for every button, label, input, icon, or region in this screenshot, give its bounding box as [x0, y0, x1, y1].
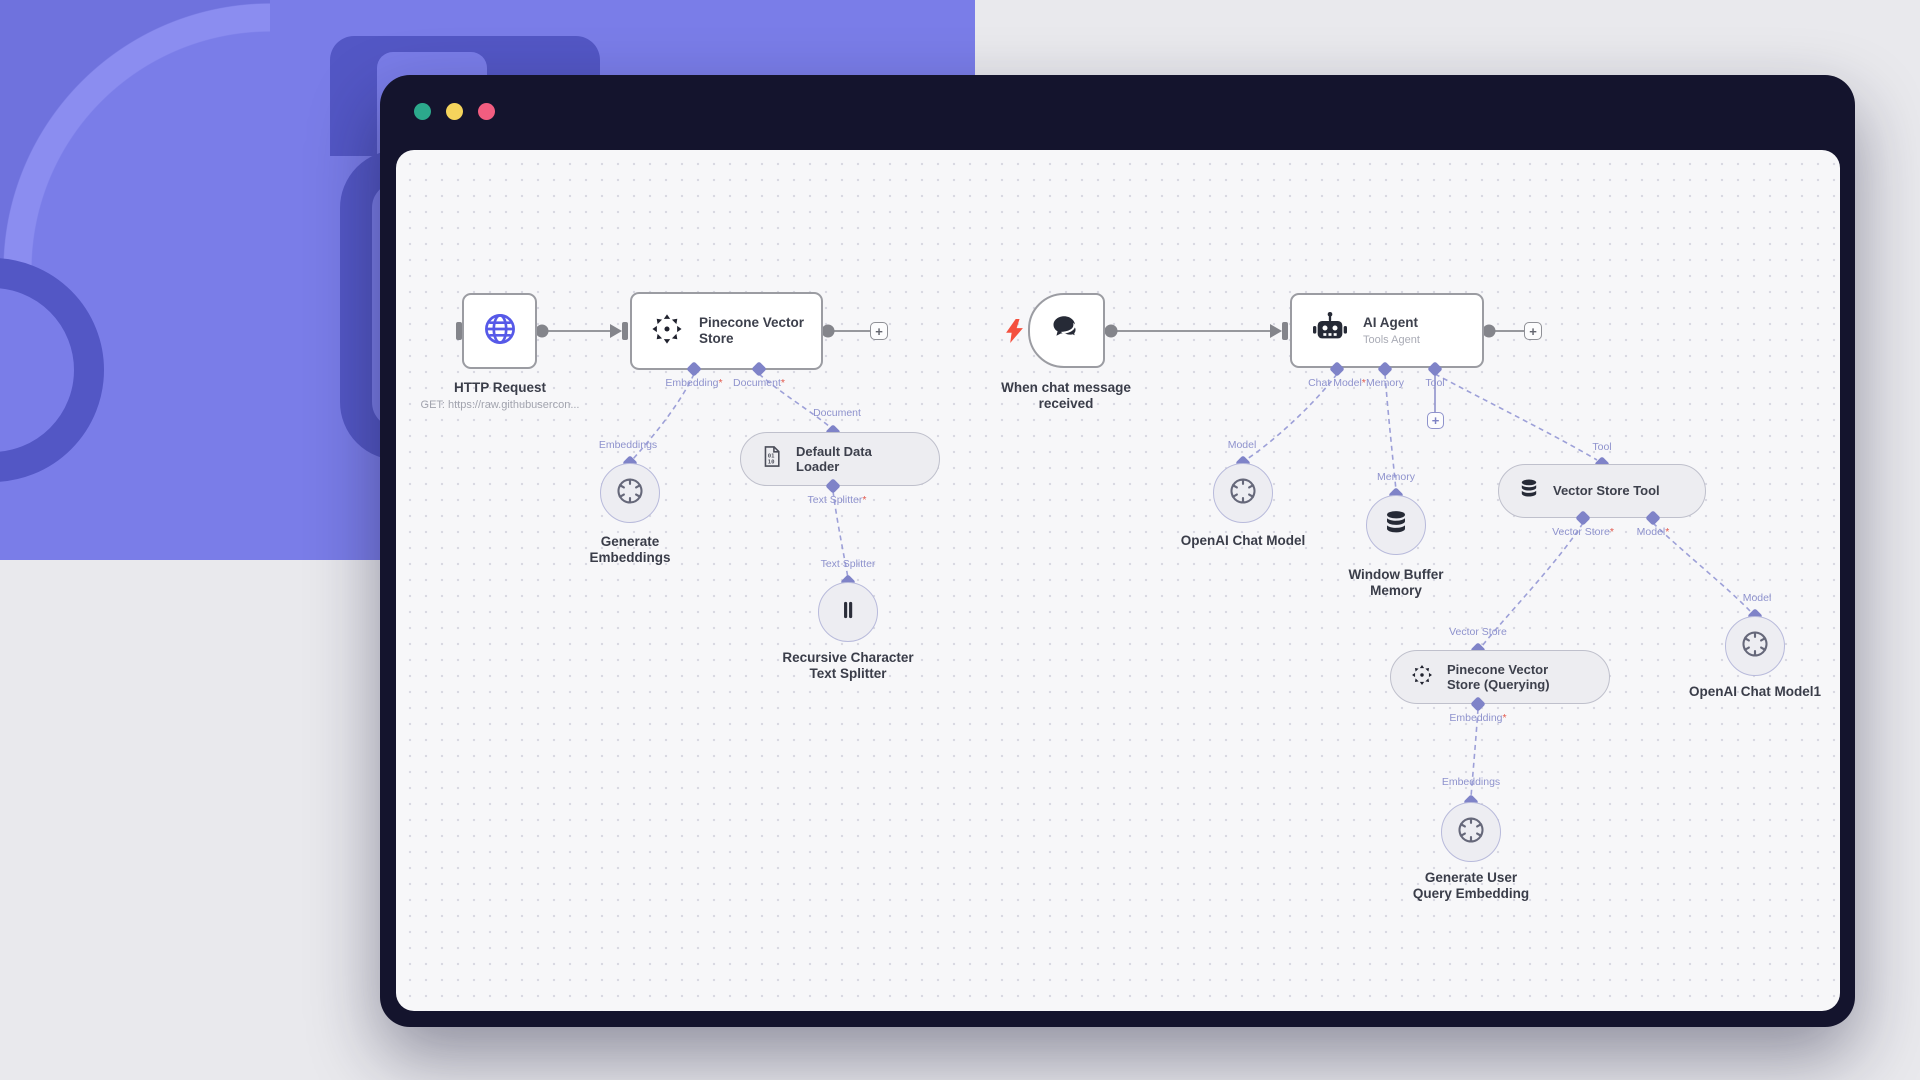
port-label-model: Model*: [1636, 526, 1670, 538]
caption-generate-embeddings: Generate Embeddings: [589, 534, 671, 566]
caption-generate-user-query: Generate User Query Embedding: [1412, 870, 1530, 902]
input-label-embeddings-2: Embeddings: [1441, 776, 1501, 788]
port-label-memory: Memory: [1366, 377, 1404, 389]
node-pinecone-vector-store[interactable]: Pinecone Vector Store: [630, 292, 823, 370]
node-chat-trigger[interactable]: [1028, 293, 1105, 368]
traffic-light-yellow[interactable]: [446, 103, 463, 120]
connection-endpoints: [456, 322, 1496, 340]
node-http-request[interactable]: [462, 293, 537, 369]
svg-text:01: 01: [768, 454, 775, 460]
node-generate-user-query-embedding[interactable]: [1441, 802, 1501, 862]
chat-bubbles-icon: [1049, 310, 1085, 351]
node-openai-chat-model[interactable]: [1213, 463, 1273, 523]
openai-icon: [1739, 628, 1771, 665]
data-loader-title: Default Data Loader: [796, 443, 872, 474]
globe-icon: [481, 310, 519, 353]
robot-icon: [1310, 308, 1350, 353]
workflow-canvas[interactable]: HTTP Request GET: https://raw.githubuser…: [396, 150, 1840, 1011]
caption-openai-chat-model1: OpenAI Chat Model1: [1688, 684, 1821, 699]
input-label-text-splitter: Text Splitter: [820, 558, 876, 570]
traffic-light-red[interactable]: [478, 103, 495, 120]
input-label-vector-store: Vector Store: [1449, 626, 1507, 638]
split-bars-icon: [834, 596, 862, 629]
port-label-chat-model: Chat Model*: [1308, 377, 1366, 389]
pinecone-title: Pinecone Vector Store: [699, 314, 805, 346]
port-label-document: Document*: [733, 377, 785, 389]
dashed-connections: [632, 373, 1751, 798]
background-corner-arc: [0, 0, 270, 270]
pinecone-querying-title: Pinecone Vector Store (Querying): [1447, 661, 1550, 692]
node-recursive-text-splitter[interactable]: [818, 582, 878, 642]
database-icon: [1517, 477, 1541, 506]
node-ai-agent[interactable]: AI Agent Tools Agent: [1290, 293, 1484, 368]
node-openai-chat-model1[interactable]: [1725, 616, 1785, 676]
node-generate-embeddings[interactable]: [600, 463, 660, 523]
http-subtitle: GET: https://raw.githubusercon...: [420, 399, 580, 412]
caption-chat-trigger: When chat message received: [1001, 380, 1131, 412]
add-node-button-2[interactable]: +: [1524, 322, 1542, 340]
port-label-embedding: Embedding*: [665, 377, 723, 389]
binary-file-icon: 01 10: [759, 444, 784, 474]
node-vector-store-tool[interactable]: Vector Store Tool: [1498, 464, 1706, 518]
add-node-button[interactable]: +: [870, 322, 888, 340]
add-tool-button[interactable]: +: [1427, 412, 1444, 429]
caption-recursive-splitter: Recursive Character Text Splitter: [782, 650, 914, 682]
openai-icon: [1227, 475, 1259, 512]
openai-icon: [614, 475, 646, 512]
connection-lines: [456, 322, 1751, 798]
window-controls: [414, 103, 495, 120]
browser-window: HTTP Request GET: https://raw.githubuser…: [380, 75, 1855, 1027]
node-pinecone-querying[interactable]: Pinecone Vector Store (Querying): [1390, 650, 1610, 704]
port-label-embedding-2: Embedding*: [1449, 712, 1507, 724]
input-label-tool: Tool: [1592, 441, 1612, 453]
node-default-data-loader[interactable]: 01 10 Default Data Loader: [740, 432, 940, 486]
traffic-light-green[interactable]: [414, 103, 431, 120]
plus-icon: +: [875, 323, 883, 339]
agent-title: AI Agent: [1363, 315, 1418, 331]
node-window-buffer-memory[interactable]: [1366, 495, 1426, 555]
input-label-model: Model: [1227, 439, 1257, 451]
vector-store-tool-title: Vector Store Tool: [1553, 483, 1660, 499]
port-label-tool: Tool: [1425, 377, 1445, 389]
plus-icon: +: [1529, 323, 1537, 339]
openai-icon: [1455, 814, 1487, 851]
input-label-memory: Memory: [1377, 471, 1415, 483]
svg-text:10: 10: [768, 459, 775, 465]
http-title: HTTP Request: [453, 380, 546, 395]
plus-icon: +: [1431, 413, 1440, 428]
agent-subtitle: Tools Agent: [1363, 333, 1420, 346]
port-label-vector-store: Vector Store*: [1552, 526, 1614, 538]
lightning-bolt-icon: [1006, 319, 1023, 348]
input-label-document: Document: [813, 407, 861, 419]
caption-window-buffer-memory: Window Buffer Memory: [1348, 567, 1444, 599]
database-icon: [1381, 508, 1411, 543]
node-caption-http: HTTP Request GET: https://raw.githubuser…: [420, 380, 580, 413]
port-label-text-splitter: Text Splitter*: [807, 494, 867, 506]
input-label-model-2: Model: [1742, 592, 1772, 604]
pinecone-icon: [648, 310, 686, 353]
input-label-embeddings: Embeddings: [598, 439, 658, 451]
caption-openai-chat-model: OpenAI Chat Model: [1180, 533, 1306, 548]
pinecone-icon: [1409, 662, 1435, 693]
